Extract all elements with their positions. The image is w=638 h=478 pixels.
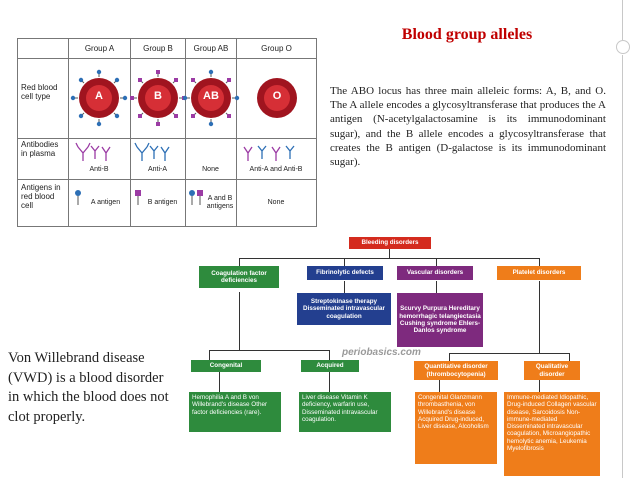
vascular-box: Vascular disorders xyxy=(397,266,473,280)
row-label-antigens: Antigens in red blood cell xyxy=(21,183,61,210)
antigen-ab-icon xyxy=(189,190,203,205)
connector-line xyxy=(539,281,540,353)
antibody-label-a: Anti-B xyxy=(89,166,109,173)
fibrinolytic-box: Fibrinolytic defects xyxy=(307,266,383,280)
red-blood-cells-graphic xyxy=(70,69,297,127)
cell-letter-o: O xyxy=(272,90,282,102)
scurvy-box: Scurvy Purpura Hereditary hemorrhagic te… xyxy=(397,293,483,347)
qualitative-box: Qualitative disorder xyxy=(524,361,580,380)
blood-group-table: Group A Group B Group AB Group O Red blo… xyxy=(17,38,317,227)
connector-line xyxy=(239,258,539,259)
col-separator xyxy=(130,58,131,227)
row-label-red-blood-cell: Red blood cell type xyxy=(21,83,58,101)
vwd-paragraph: Von Willebrand disease (VWD) is a blood … xyxy=(8,350,169,425)
quantitative-box: Quantitative disorder (thrombocytopenia) xyxy=(414,361,498,380)
antibody-label-b: Anti-A xyxy=(147,166,168,173)
coagulation-factor-box: Coagulation factor deficiencies xyxy=(199,266,279,288)
antigen-a-icon xyxy=(75,190,81,205)
antibody-anti-a xyxy=(134,142,170,161)
connector-line xyxy=(569,353,570,361)
connector-line xyxy=(389,248,390,258)
cell-letter-a: A xyxy=(95,90,103,102)
antigens-graphic xyxy=(75,190,203,205)
red-cell-b xyxy=(130,70,186,126)
connector-line xyxy=(219,372,220,392)
antigen-label-ab: A and B antigens xyxy=(206,195,234,210)
connector-line xyxy=(436,281,437,293)
connector-line xyxy=(539,258,540,266)
col-head-group-b: Group B xyxy=(130,39,185,58)
row-separator xyxy=(18,138,316,139)
connector-line xyxy=(329,350,330,360)
connector-line xyxy=(239,292,240,350)
antibody-label-o: Anti-A and Anti-B xyxy=(249,166,303,173)
connector-line xyxy=(449,353,450,361)
col-separator xyxy=(236,58,237,227)
connector-line xyxy=(344,281,345,293)
connector-line xyxy=(439,380,440,392)
streptokinase-box: Streptokinase therapy Disseminated intra… xyxy=(297,293,391,325)
qualitative-list-box: Immune-mediated Idiopathic, Drug-induced… xyxy=(504,392,600,476)
watermark-text: periobasics.com xyxy=(342,347,421,358)
red-cell-ab xyxy=(182,69,240,127)
connector-line xyxy=(449,353,569,354)
connector-line xyxy=(539,380,540,392)
bleeding-disorders-flowchart: Bleeding disorders Coagulation factor de… xyxy=(189,236,602,476)
description-paragraph: The ABO locus has three main alleleic fo… xyxy=(330,85,606,169)
col-head-group-a: Group A xyxy=(68,39,130,58)
antigen-label-o: None xyxy=(267,199,285,206)
row-separator xyxy=(18,179,316,180)
cell-letter-b: B xyxy=(154,90,162,102)
antigen-label-b: B antigen xyxy=(147,199,178,206)
congenital-list-box: Hemophilia A and B von Willebrand's dise… xyxy=(189,392,281,432)
col-head-group-ab: Group AB xyxy=(185,39,236,58)
antibody-anti-a-and-anti-b xyxy=(243,145,295,161)
red-cell-o xyxy=(257,78,297,118)
connector-line xyxy=(209,350,329,351)
connector-line xyxy=(436,258,437,266)
platelet-box: Platelet disorders xyxy=(497,266,581,280)
col-head-group-o: Group O xyxy=(236,39,316,58)
acquired-list-box: Liver disease Vitamin K deficiency, warf… xyxy=(299,392,391,432)
connector-line xyxy=(209,350,210,360)
antibody-anti-b xyxy=(75,142,111,161)
decor-line-top xyxy=(622,0,623,40)
bleeding-disorders-box: Bleeding disorders xyxy=(349,237,431,249)
decor-line-bottom xyxy=(622,55,623,478)
antibody-label-ab: None xyxy=(202,166,219,173)
row-label-antibodies: Antibodies in plasma xyxy=(21,140,59,158)
decor-circle xyxy=(616,40,630,54)
red-cell-a xyxy=(70,69,128,127)
acquired-box: Acquired xyxy=(301,360,359,372)
antigen-label-a: A antigen xyxy=(90,199,121,206)
quantitative-list-box: Congenital Glanzmann thrombasthenia, von… xyxy=(415,392,497,464)
congenital-box: Congenital xyxy=(191,360,261,372)
antigen-b-icon xyxy=(135,190,141,205)
connector-line xyxy=(344,258,345,266)
col-separator xyxy=(68,58,69,227)
slide-title: Blood group alleles xyxy=(401,26,533,43)
connector-line xyxy=(329,372,330,392)
antibodies-graphic xyxy=(75,142,295,161)
connector-line xyxy=(239,258,240,266)
cell-letter-ab: AB xyxy=(203,90,219,102)
table-header-row xyxy=(18,39,316,59)
col-separator xyxy=(185,58,186,227)
